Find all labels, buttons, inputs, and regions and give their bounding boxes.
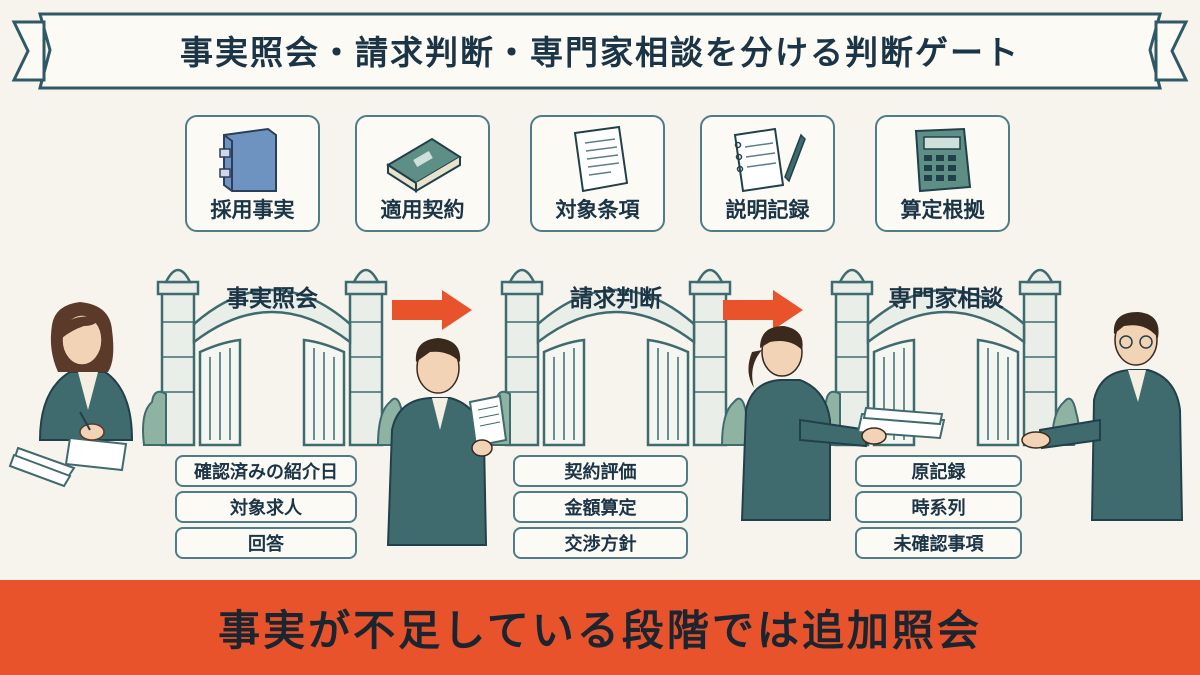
gate-item: 確認済みの紹介日	[175, 455, 357, 487]
notebook-pen-icon	[733, 127, 806, 193]
gate-title-claim-decision: 請求判断	[570, 286, 662, 312]
person-man-holding-document	[386, 338, 508, 546]
footer-message: 事実が不足している段階では追加照会	[218, 606, 982, 655]
gate-title-expert-consult: 専門家相談	[888, 286, 1004, 312]
doc-card-calculation: 算定根拠	[875, 115, 1010, 232]
gate-item: 対象求人	[175, 491, 357, 523]
doc-card-contract: 適用契約	[355, 115, 490, 232]
gate-item: 契約評価	[513, 455, 688, 487]
gate-item: 金額算定	[513, 491, 688, 523]
title-banner	[11, 12, 1189, 90]
doc-card-notes: 説明記録	[700, 115, 835, 232]
doc-label: 算定根拠	[900, 198, 985, 222]
document-page-icon	[573, 125, 629, 193]
doc-label: 採用事実	[210, 198, 295, 222]
binder-icon	[219, 127, 277, 192]
gate-item: 原記録	[855, 455, 1022, 487]
page-title: 事実照会・請求判断・専門家相談を分ける判断ゲート	[180, 33, 1020, 72]
contract-book-icon	[386, 137, 462, 193]
gate-item: 交渉方針	[513, 527, 688, 559]
gate-item: 回答	[175, 527, 357, 559]
doc-card-binder: 採用事実	[185, 115, 320, 232]
person-woman-writing	[8, 302, 134, 488]
footer-bar	[0, 580, 1200, 675]
doc-label: 説明記録	[725, 198, 810, 222]
flow-arrow-1	[392, 290, 472, 330]
doc-label: 対象条項	[555, 198, 640, 222]
gate-item: 未確認事項	[855, 527, 1022, 559]
doc-card-clause: 対象条項	[530, 115, 665, 232]
doc-label: 適用契約	[380, 198, 465, 222]
gate-title-fact-inquiry: 事実照会	[226, 286, 318, 312]
calculator-icon	[914, 127, 972, 193]
person-man-receiving	[1021, 312, 1184, 521]
flow-arrow-2	[723, 290, 803, 330]
gate-item: 時系列	[855, 491, 1022, 523]
person-woman-handing-papers	[740, 326, 946, 521]
